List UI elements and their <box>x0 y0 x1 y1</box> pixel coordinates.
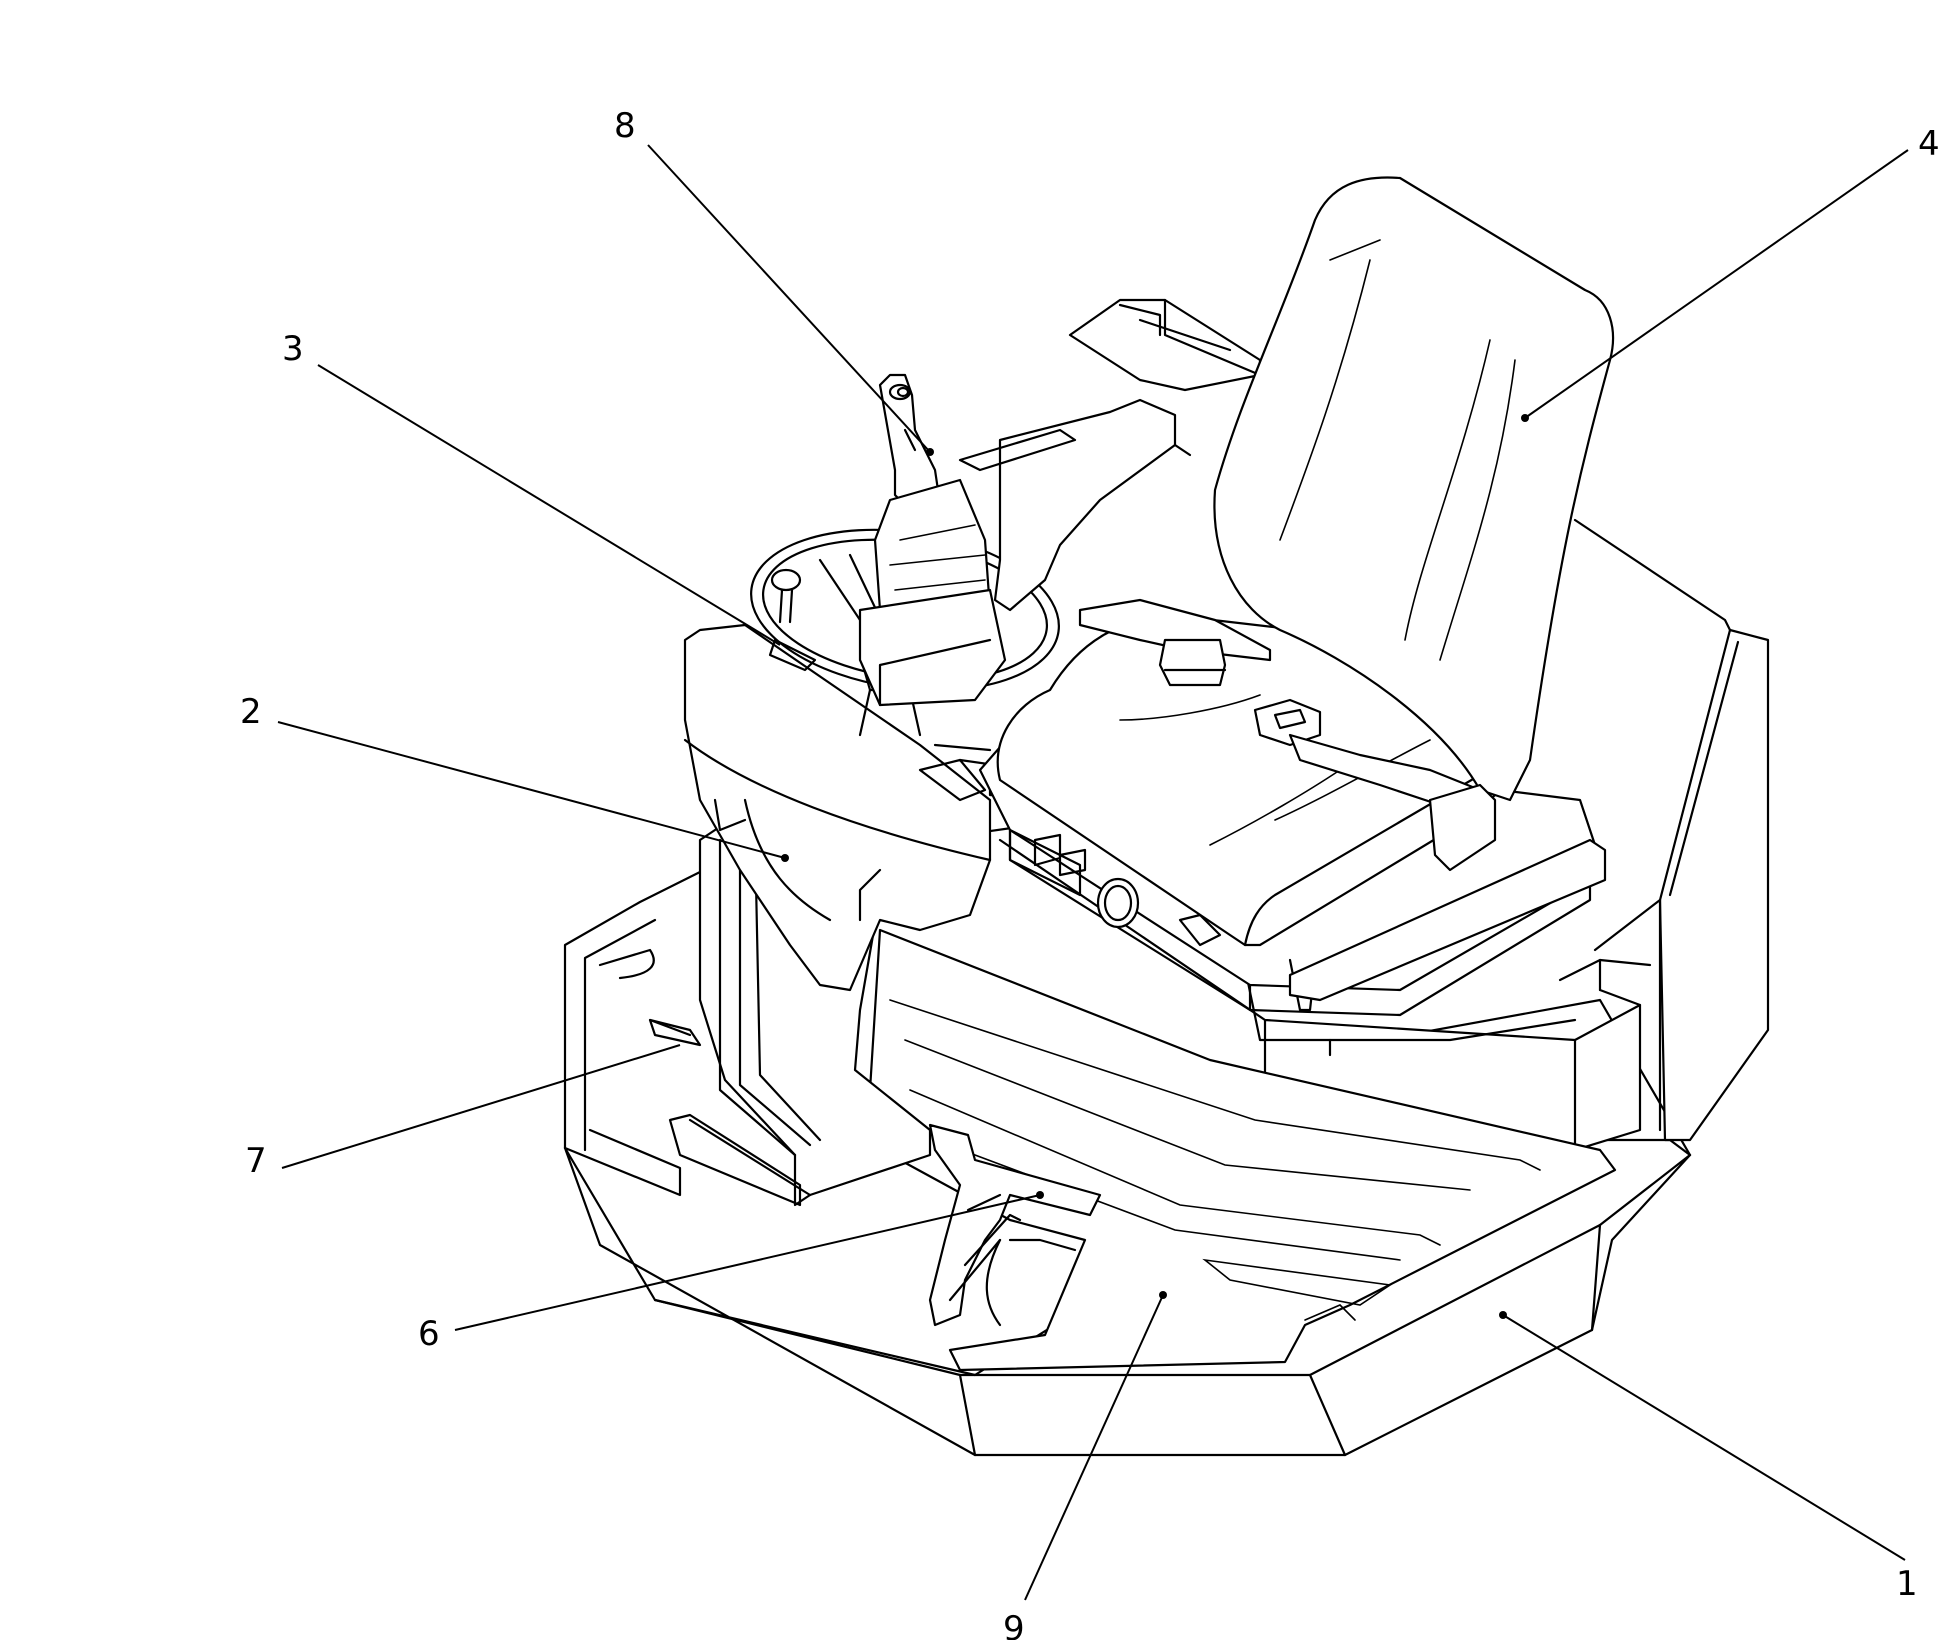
callout-6: 6 <box>418 1314 440 1354</box>
leader-dot-8 <box>926 448 934 456</box>
leader-dot-1 <box>1499 1311 1507 1319</box>
floor-mat <box>868 928 1617 1372</box>
callout-9: 9 <box>1003 1609 1025 1640</box>
armrest-control-box <box>958 298 1262 612</box>
leader-dot-2 <box>781 854 789 862</box>
foot-pedals <box>928 1123 1102 1327</box>
leader-7 <box>281 1044 681 1169</box>
leader-lines <box>277 144 1909 1601</box>
seat-pedestal <box>998 518 1770 1152</box>
joystick <box>858 373 1007 707</box>
leader-dot-6 <box>1036 1191 1044 1199</box>
callout-7: 7 <box>245 1141 267 1181</box>
leader-3 <box>317 364 781 646</box>
leader-8 <box>647 144 931 453</box>
leader-4 <box>1524 149 1909 419</box>
leader-1 <box>1502 1314 1906 1561</box>
callout-8: 8 <box>614 106 636 146</box>
operator-seat <box>978 176 1614 1017</box>
leader-9 <box>1024 1294 1164 1601</box>
leader-6 <box>454 1194 1041 1331</box>
callout-4: 4 <box>1918 124 1940 164</box>
callout-1: 1 <box>1896 1564 1918 1604</box>
callout-2: 2 <box>240 692 262 732</box>
leader-dot-9 <box>1159 1291 1167 1299</box>
leader-dot-4 <box>1521 414 1529 422</box>
left-lever <box>598 948 702 1047</box>
callout-3: 3 <box>282 329 304 369</box>
callout-labels: 1 2 3 4 6 7 8 9 <box>240 106 1940 1640</box>
leader-2 <box>277 721 786 859</box>
